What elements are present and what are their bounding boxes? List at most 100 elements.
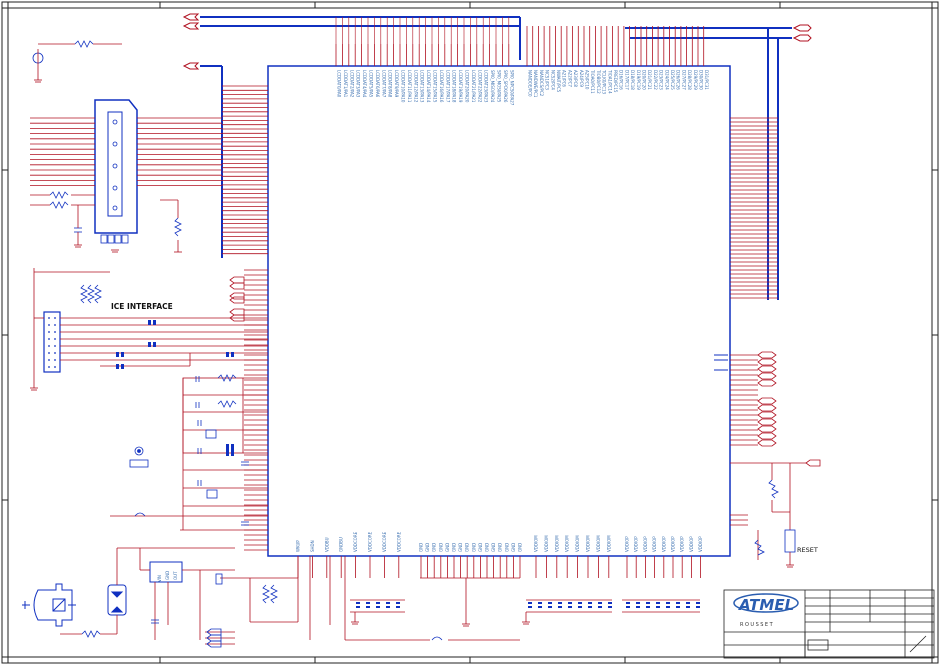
bottom-pin-label: GNDBU [339,537,344,552]
top-pin-label: D24/PC24 [664,70,669,90]
net-flag [757,358,777,366]
bottom-pin-label: VDDIOP [643,536,648,552]
net-flag [757,425,777,433]
atmel-logo: ATMEL ROUSSET [733,593,799,628]
top-pin-label: LCDDAT14/PA14 [426,70,431,103]
top-pin-label: D17/PC17 [624,70,629,90]
top-pin-label: LCDDAT9/PA9 [394,70,399,98]
regulator-vin-label: VIN [157,575,162,582]
decoupling-cap-plate [568,602,572,604]
top-pin-label: TIOA0/PC11 [590,69,595,94]
top-pin-label: TCLK0/PC13 [602,69,607,94]
decoupling-cap-plate [376,602,380,604]
top-pin-label: A23/PC8 [573,70,578,87]
decoupling-cap-plate [356,606,360,608]
decoupling-cap-plate [686,602,690,604]
left-connector [94,99,138,244]
net-flag [757,351,777,359]
bottom-pin-label: VDDCORE [368,531,373,552]
top-pin-label: TIOA1/PC14 [607,69,612,94]
connector-passives [49,191,182,237]
top-pin-label: LCDDAT16/PA16 [439,70,444,103]
top-pin-label: D30/PC30 [699,70,704,90]
top-pin-label: LCDDAT22/PA22 [477,70,482,103]
top-pin-label: LCDDAT15/PA15 [433,70,438,103]
top-pin-label: LCDDAT18/PA18 [452,70,457,103]
decoupling-cap-plate [646,606,650,608]
decoupling-cap-plate [626,602,630,604]
decoupling-cap-plate [676,602,680,604]
bottom-pin-label: GND [491,543,496,552]
decoupling-cap-plate [386,606,390,608]
regulator-out-label: OUT [173,571,178,580]
connector-wires [30,194,182,253]
decoupling-cap-plate [356,602,360,604]
bottom-pin-label: GND [504,543,509,552]
decoupling-cap-plate [608,602,612,604]
decoupling-cap-plate [396,602,400,604]
bottom-pin-label: GND [485,543,490,552]
top-pin-label: LCDDAT3/PA3 [356,70,361,98]
bottom-pin-label: GND [478,543,483,552]
battery-holder [22,583,76,627]
top-pin-label: LCDDAT4/PA4 [362,70,367,98]
decoupling-cap-plate [656,606,660,608]
bottom-cap-rails [350,577,700,624]
top-pin-label: LCDDAT6/PA6 [375,70,380,98]
bottom-pin-label: GND [438,543,443,552]
decoupling-cap-plate [676,606,680,608]
clock-caps-filled [226,444,234,456]
top-pin-label: LCDDAT7/PA7 [381,70,386,98]
net-flag [757,404,777,412]
logo-text: ATMEL [738,596,794,614]
top-pin-label: LCDDAT2/PA2 [349,70,354,98]
decoupling-cap-plate [626,606,630,608]
top-pin-label: A21/PC6 [562,70,567,87]
bottom-pin-label: GND [511,543,516,552]
decoupling-cap-plate [696,602,700,604]
bottom-pin-label: VDDIOM [534,535,539,552]
regulator-gnd-label: GND [165,571,170,580]
top-pin-label: NCS1/PC3 [545,70,550,90]
top-pin-label: D19/PC19 [636,70,641,90]
logo-subtext: ROUSSET [740,622,774,628]
top-pin-label: NANDCS/PC2 [539,70,544,97]
top-pin-label: D26/PC26 [676,70,681,90]
net-flag [757,432,777,440]
bottom-pin-label: VDDIOM [575,535,580,552]
bottom-pin-label: VDDIOP [671,536,676,552]
decoupling-cap-plate [608,606,612,608]
bottom-pin-label: GND [471,543,476,552]
decoupling-cap-plate [578,602,582,604]
clock-passives [129,374,249,526]
net-flag [757,439,777,447]
top-pin-label: SPI0_SPCK/PA26 [503,70,508,103]
bottom-pin-label: VDDIOM [544,535,549,552]
ice-signal-lines [33,268,268,388]
bottom-pin-label: GND [432,543,437,552]
top-pin-label: D25/PC25 [670,70,675,90]
top-pin-label: D22/PC22 [653,70,658,90]
bottom-left-wires [60,547,520,645]
decoupling-cap-plate [578,606,582,608]
top-pin-label: D18/PC18 [630,70,635,90]
top-pin-label: LCDDAT21/PA21 [471,70,476,103]
top-pin-label: LCDDAT19/PA19 [458,70,463,103]
top-pin-label: NCS2/PC4 [550,70,555,90]
decoupling-cap-plate [598,606,602,608]
decoupling-cap-plate [636,602,640,604]
bottom-pin-label: VDDIOM [606,535,611,552]
reset-circuit [730,459,821,568]
bottom-pin-group [297,556,701,578]
ice-interface-label: ICE INTERFACE [111,302,173,311]
bottom-pin-label: VDDIOP [634,536,639,552]
right-pin-group [730,117,778,446]
net-flag [757,365,777,373]
main-ic-body [267,65,731,557]
bus-connectors [182,13,812,70]
bottom-pin-label: VDDIOM [554,535,559,552]
top-pin-label: D28/PC28 [687,70,692,90]
top-pin-label: TIOB0/PC12 [596,69,601,94]
